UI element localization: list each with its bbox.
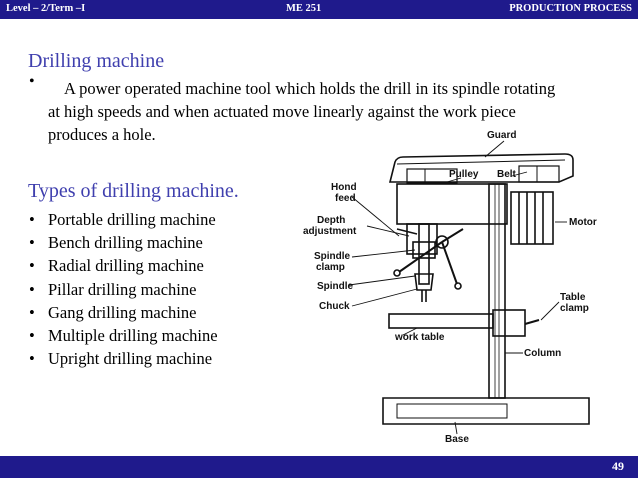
label-guard: Guard: [487, 130, 517, 141]
definition-paragraph: A power operated machine tool which hold…: [48, 79, 556, 144]
drilling-machine-diagram: Guard Pulley Belt Hond feed Depth adjust…: [297, 124, 623, 448]
label-chuck: Chuck: [319, 301, 350, 312]
label-hand-feed-line1: Hond: [331, 182, 357, 193]
base-shape: [382, 397, 590, 425]
head-housing: [396, 183, 508, 225]
label-spindle: Spindle: [317, 281, 354, 292]
label-hand-feed-line2: feed: [335, 193, 356, 204]
list-item: Portable drilling machine: [28, 208, 218, 231]
label-base: Base: [445, 434, 469, 445]
label-spindle-clamp-line1: Spindle: [314, 251, 351, 262]
label-pulley: Pulley: [449, 169, 479, 180]
header-level: Level – 2/Term –I: [6, 3, 86, 14]
motor-shape: [510, 191, 554, 245]
label-spindle-clamp-line2: clamp: [316, 262, 345, 273]
list-item: Multiple drilling machine: [28, 324, 218, 347]
list-item: Upright drilling machine: [28, 347, 218, 370]
header-subject: PRODUCTION PROCESS: [509, 3, 632, 14]
diagram-backdrop: [345, 124, 630, 154]
drilling-machine-drawing: [348, 140, 590, 435]
label-belt: Belt: [497, 169, 516, 180]
footer-bar: 49: [0, 456, 638, 478]
label-depth-line1: Depth: [317, 215, 346, 226]
column-shape: [488, 183, 506, 399]
label-table-clamp-line2: clamp: [560, 303, 589, 314]
list-item: Bench drilling machine: [28, 231, 218, 254]
list-item: Gang drilling machine: [28, 301, 218, 324]
label-depth-line2: adjustment: [303, 226, 357, 237]
section-title-drilling-machine: Drilling machine: [28, 50, 165, 72]
section-title-types: Types of drilling machine.: [28, 180, 239, 202]
header-bar: Level – 2/Term –I ME 251 PRODUCTION PROC…: [0, 0, 638, 19]
chuck-shape: [414, 273, 434, 291]
bullet-marker: •: [29, 73, 35, 90]
list-item: Pillar drilling machine: [28, 278, 218, 301]
guard-shape: [388, 153, 574, 183]
types-list: Portable drilling machine Bench drilling…: [28, 208, 218, 371]
label-work-table: work table: [395, 332, 445, 343]
label-motor: Motor: [569, 217, 597, 228]
page-number: 49: [612, 459, 624, 473]
work-table-shape: [388, 313, 494, 329]
list-item: Radial drilling machine: [28, 254, 218, 277]
label-table-clamp-line1: Table: [560, 292, 586, 303]
label-column: Column: [524, 348, 562, 359]
header-course: ME 251: [286, 3, 322, 14]
